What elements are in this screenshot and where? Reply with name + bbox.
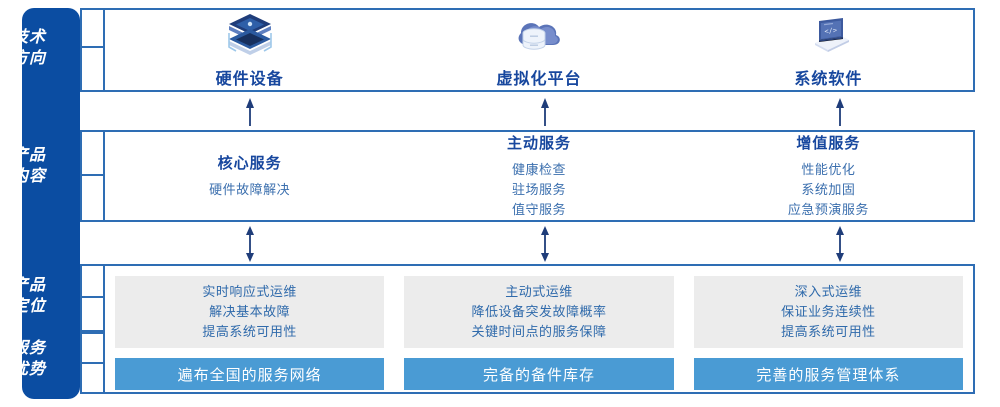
- arrow-up-down-icon: [833, 226, 847, 267]
- sidebar-label-line2: 方向: [11, 50, 46, 67]
- arrow-up-down-icon: [243, 226, 257, 267]
- bottom-column-3: 深入式运维 保证业务连续性 提高系统可用性 完善的服务管理体系: [684, 266, 973, 392]
- positioning-box[interactable]: 深入式运维 保证业务连续性 提高系统可用性: [693, 276, 963, 348]
- sidebar-label-line2: 定位: [11, 298, 46, 315]
- bracket-product-content: [80, 130, 104, 222]
- positioning-advantage-panel: 实时响应式运维 解决基本故障 提高系统可用性 遍布全国的服务网络 主动式运维 降…: [103, 264, 975, 394]
- tech-direction-panel: 硬件设备 虚拟化平台: [103, 8, 975, 92]
- bracket-stem-advantage: [80, 362, 104, 364]
- sidebar-item-product-positioning[interactable]: 产品 定位: [0, 275, 58, 317]
- content-column-proactive[interactable]: 主动服务 健康检查 驻场服务 值守服务: [394, 132, 683, 220]
- service-title: 核心服务: [217, 155, 282, 172]
- positioning-line: 提高系统可用性: [202, 324, 297, 339]
- service-title: 主动服务: [506, 135, 571, 152]
- sidebar: [22, 8, 80, 399]
- server-stack-icon: [219, 11, 281, 61]
- tech-label: 硬件设备: [215, 71, 284, 88]
- service-item: 值守服务: [511, 202, 566, 217]
- bracket-stem-content: [80, 174, 104, 176]
- cloud-database-icon: [508, 11, 570, 61]
- positioning-box[interactable]: 实时响应式运维 解决基本故障 提高系统可用性: [115, 276, 385, 348]
- positioning-line: 解决基本故障: [209, 304, 291, 319]
- advantage-box[interactable]: 遍布全国的服务网络: [115, 358, 385, 390]
- positioning-line: 降低设备突发故障概率: [471, 304, 607, 319]
- bottom-column-1: 实时响应式运维 解决基本故障 提高系统可用性 遍布全国的服务网络: [105, 266, 394, 392]
- sidebar-label-line1: 产品: [11, 277, 46, 294]
- advantage-box[interactable]: 完备的备件库存: [404, 358, 674, 390]
- tech-label: 系统软件: [794, 71, 863, 88]
- sidebar-label-line2: 优势: [11, 361, 46, 378]
- bracket-stem-positioning: [80, 296, 104, 298]
- bracket-tech-direction: [80, 8, 104, 92]
- service-title: 增值服务: [796, 135, 861, 152]
- content-column-valueadded[interactable]: 增值服务 性能优化 系统加固 应急预演服务: [684, 132, 973, 220]
- service-item: 硬件故障解决: [209, 182, 291, 197]
- sidebar-label-line1: 服务: [11, 340, 46, 357]
- svg-text:</>: </>: [824, 26, 838, 35]
- bottom-column-2: 主动式运维 降低设备突发故障概率 关键时间点的服务保障 完备的备件库存: [394, 266, 683, 392]
- arrow-up-icon: [243, 96, 257, 131]
- positioning-line: 提高系统可用性: [781, 324, 876, 339]
- service-item: 健康检查: [511, 162, 566, 177]
- product-content-panel: 核心服务 硬件故障解决 主动服务 健康检查 驻场服务 值守服务 增值服务 性能优…: [103, 130, 975, 222]
- positioning-box[interactable]: 主动式运维 降低设备突发故障概率 关键时间点的服务保障: [404, 276, 674, 348]
- service-item: 应急预演服务: [787, 202, 869, 217]
- tech-column-system-software[interactable]: </> 系统软件: [684, 10, 973, 90]
- sidebar-item-product-content[interactable]: 产品 内容: [0, 145, 58, 187]
- service-item: 系统加固: [801, 182, 856, 197]
- positioning-line: 关键时间点的服务保障: [471, 324, 607, 339]
- arrow-up-icon: [833, 96, 847, 131]
- arrow-up-down-icon: [538, 226, 552, 267]
- tech-label: 虚拟化平台: [496, 71, 582, 88]
- advantage-box[interactable]: 完善的服务管理体系: [693, 358, 963, 390]
- positioning-line: 保证业务连续性: [781, 304, 876, 319]
- sidebar-item-service-advantage[interactable]: 服务 优势: [0, 338, 58, 380]
- sidebar-label-line2: 内容: [11, 168, 46, 185]
- bracket-product-positioning: [80, 264, 104, 332]
- sidebar-label-line1: 产品: [11, 147, 46, 164]
- positioning-line: 实时响应式运维: [202, 284, 297, 299]
- service-item: 性能优化: [801, 162, 856, 177]
- positioning-line: 深入式运维: [794, 284, 863, 299]
- sidebar-item-tech-direction[interactable]: 技术 方向: [0, 27, 58, 69]
- positioning-line: 主动式运维: [505, 284, 573, 299]
- bracket-stem-tech: [80, 46, 104, 48]
- tech-column-virtualization[interactable]: 虚拟化平台: [394, 10, 683, 90]
- laptop-code-icon: </>: [797, 11, 859, 61]
- content-column-core[interactable]: 核心服务 硬件故障解决: [105, 132, 394, 220]
- service-item: 驻场服务: [511, 182, 566, 197]
- sidebar-label-line1: 技术: [11, 29, 46, 46]
- tech-column-hardware[interactable]: 硬件设备: [105, 10, 394, 90]
- arrow-up-icon: [538, 96, 552, 131]
